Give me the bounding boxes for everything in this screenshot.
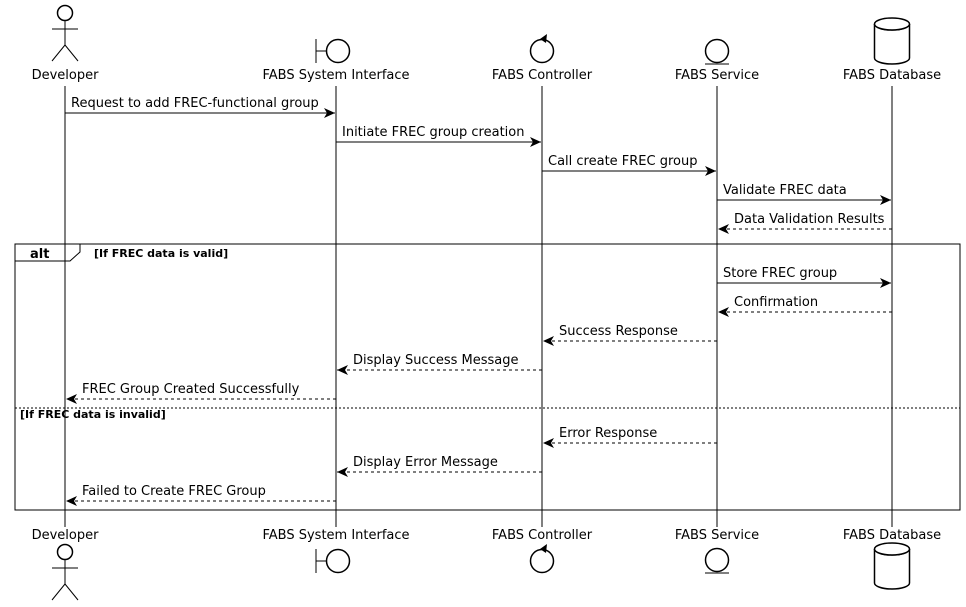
- message-label: Display Error Message: [353, 455, 498, 470]
- participant-label-bottom: Developer: [32, 528, 100, 543]
- participant-label-bottom: FABS System Interface: [262, 528, 409, 543]
- participant-label-top: FABS Service: [675, 68, 759, 83]
- message-label: Confirmation: [734, 295, 818, 310]
- message-label: Initiate FREC group creation: [342, 125, 524, 140]
- message-label: Validate FREC data: [723, 183, 847, 198]
- message-label: Error Response: [559, 426, 657, 441]
- entity-icon: [704, 38, 730, 65]
- participant-label-top: Developer: [32, 68, 100, 83]
- message-label: Success Response: [559, 324, 678, 339]
- boundary-icon: [315, 548, 351, 574]
- message: Call create FREC group: [542, 154, 716, 176]
- message: Display Error Message: [337, 455, 542, 477]
- actor-icon: [51, 4, 79, 62]
- control-icon: [529, 544, 555, 574]
- message-label: Request to add FREC-functional group: [71, 96, 319, 111]
- participant-label-top: FABS Controller: [492, 68, 593, 83]
- participant-label-bottom: FABS Database: [843, 528, 941, 543]
- message: Failed to Create FREC Group: [66, 484, 336, 506]
- message: Validate FREC data: [717, 183, 891, 205]
- alt-fragment: alt [If FREC data is valid] [If FREC data …: [14, 243, 961, 511]
- database-icon: [873, 542, 911, 590]
- participant-label-bottom: FABS Controller: [492, 528, 593, 543]
- participant-label-bottom: FABS Service: [675, 528, 759, 543]
- message: Initiate FREC group creation: [336, 125, 541, 147]
- entity-icon: [704, 547, 730, 574]
- message: Store FREC group: [717, 266, 891, 288]
- message: Display Success Message: [337, 353, 542, 375]
- message: Confirmation: [718, 295, 892, 317]
- participant-label-top: FABS System Interface: [262, 68, 409, 83]
- message: Success Response: [543, 324, 717, 346]
- message-label: Display Success Message: [353, 353, 519, 368]
- actor-icon: [51, 543, 79, 601]
- boundary-icon: [315, 38, 351, 64]
- message: Error Response: [543, 426, 717, 448]
- message: FREC Group Created Successfully: [66, 382, 336, 404]
- guard-condition: [If FREC data is invalid]: [20, 408, 166, 421]
- control-icon: [529, 34, 555, 64]
- message-label: FREC Group Created Successfully: [82, 382, 300, 397]
- message: Request to add FREC-functional group: [65, 96, 335, 118]
- message: Data Validation Results: [718, 212, 892, 234]
- guard-condition: [If FREC data is valid]: [94, 247, 228, 260]
- message-label: Failed to Create FREC Group: [82, 484, 266, 499]
- message-label: Data Validation Results: [734, 212, 885, 227]
- message-label: Call create FREC group: [548, 154, 698, 169]
- message-label: Store FREC group: [723, 266, 837, 281]
- database-icon: [873, 17, 911, 65]
- participant-label-top: FABS Database: [843, 68, 941, 83]
- fragment-keyword: alt: [30, 247, 49, 262]
